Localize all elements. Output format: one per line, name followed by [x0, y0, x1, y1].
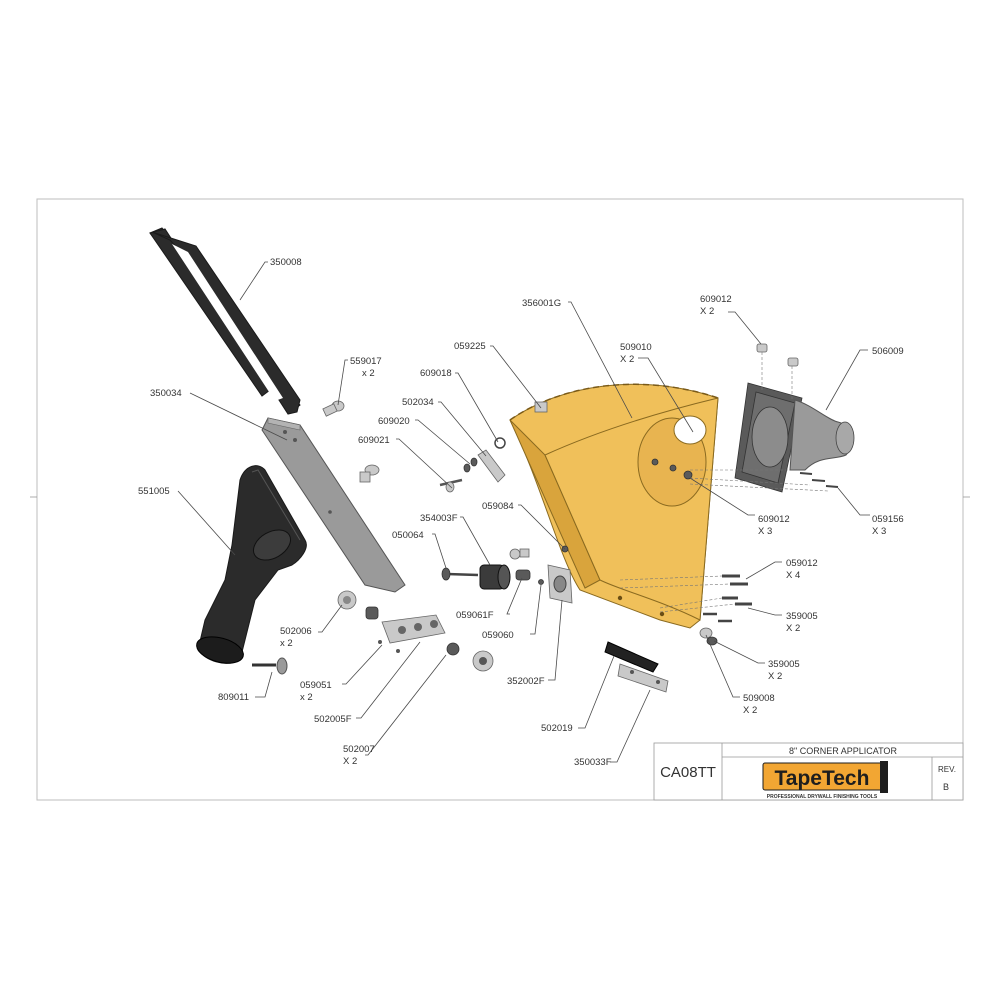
callout-502006: 502006: [280, 626, 312, 637]
callout-609018: 609018: [420, 368, 452, 379]
part-350008-handle-bracket: [149, 227, 301, 415]
rev-label: REV.: [938, 765, 956, 774]
callout-509008-qty: X 2: [743, 705, 757, 716]
part-559017-screws: [322, 400, 380, 483]
callout-059084: 059084: [482, 501, 514, 512]
part-059156-screws: [799, 472, 839, 488]
part-551005-handle-adapter: [196, 465, 307, 664]
callout-359005-a-qty: X 2: [786, 623, 800, 634]
callout-551005: 551005: [138, 486, 170, 497]
callout-559017: 559017: [350, 356, 382, 367]
part-609012-top-nuts: [756, 343, 799, 367]
drawing-part-number: CA08TT: [660, 764, 716, 781]
drawing-border: [36, 198, 964, 801]
callout-labels: 350008 559017 x 2 350034 551005 609018 5…: [138, 257, 904, 768]
assembly-guide-lines: [619, 352, 829, 613]
callout-359005-b: 359005: [768, 659, 800, 670]
callout-059012: 059012: [786, 558, 818, 569]
callout-059061F: 059061F: [456, 610, 494, 621]
callout-502007: 502007: [343, 744, 375, 755]
callout-559017-qty: x 2: [362, 368, 375, 379]
callout-809011: 809011: [218, 692, 249, 703]
callout-059225: 059225: [454, 341, 486, 352]
leader-lines: [177, 261, 870, 763]
part-hinge-hardware: [439, 437, 506, 493]
part-roller-assembly: [441, 545, 569, 590]
part-right-screws: [699, 574, 752, 646]
callout-609020: 609020: [378, 416, 410, 427]
callout-509010-qty: X 2: [620, 354, 634, 365]
callout-059051: 059051: [300, 680, 332, 691]
callout-359005-b-qty: X 2: [768, 671, 782, 682]
rev-value: B: [943, 782, 949, 792]
callout-502019: 502019: [541, 723, 573, 734]
callout-609012-top-qty: X 2: [700, 306, 714, 317]
title-block: 8" CORNER APPLICATOR CA08TT REV. B TapeT…: [653, 742, 964, 801]
callout-509010: 509010: [620, 342, 652, 353]
callout-502005F: 502005F: [314, 714, 352, 725]
callout-059156: 059156: [872, 514, 904, 525]
callout-350034: 350034: [150, 388, 182, 399]
callout-509008: 509008: [743, 693, 775, 704]
part-809011-screw: [252, 657, 288, 675]
callout-059051-qty: x 2: [300, 692, 313, 703]
drawing-description: 8" CORNER APPLICATOR: [789, 746, 897, 756]
callout-050064: 050064: [392, 530, 424, 541]
callout-502006-qty: x 2: [280, 638, 293, 649]
callout-352002F: 352002F: [507, 676, 545, 687]
callout-502007-qty: X 2: [343, 756, 357, 767]
part-lower-roller-hardware: [337, 590, 494, 672]
callout-356001G: 356001G: [522, 298, 561, 309]
callout-059156-qty: X 3: [872, 526, 886, 537]
callout-506009: 506009: [872, 346, 904, 357]
tapetech-logo: TapeTech PROFESSIONAL DRYWALL FINISHING …: [762, 761, 888, 800]
callout-350033F: 350033F: [574, 757, 612, 768]
callout-359005-a: 359005: [786, 611, 818, 622]
brand-name: TapeTech: [775, 767, 870, 790]
callout-609012-mid-qty: X 3: [758, 526, 772, 537]
part-blade-assembly: [604, 641, 669, 693]
part-352002F-plate: [547, 564, 573, 604]
part-506009-cone-adapter: [734, 382, 855, 493]
callout-502034: 502034: [402, 397, 434, 408]
brand-tagline: PROFESSIONAL DRYWALL FINISHING TOOLS: [767, 794, 878, 800]
callout-059060: 059060: [482, 630, 514, 641]
callout-609012-top: 609012: [700, 294, 732, 305]
callout-350008: 350008: [270, 257, 302, 268]
part-356001G-applicator-body: [509, 383, 719, 629]
callout-609021: 609021: [358, 435, 390, 446]
callout-059012-qty: X 4: [786, 570, 800, 581]
callout-609012-mid: 609012: [758, 514, 790, 525]
part-350034-plate: [261, 417, 406, 593]
callout-354003F: 354003F: [420, 513, 458, 524]
